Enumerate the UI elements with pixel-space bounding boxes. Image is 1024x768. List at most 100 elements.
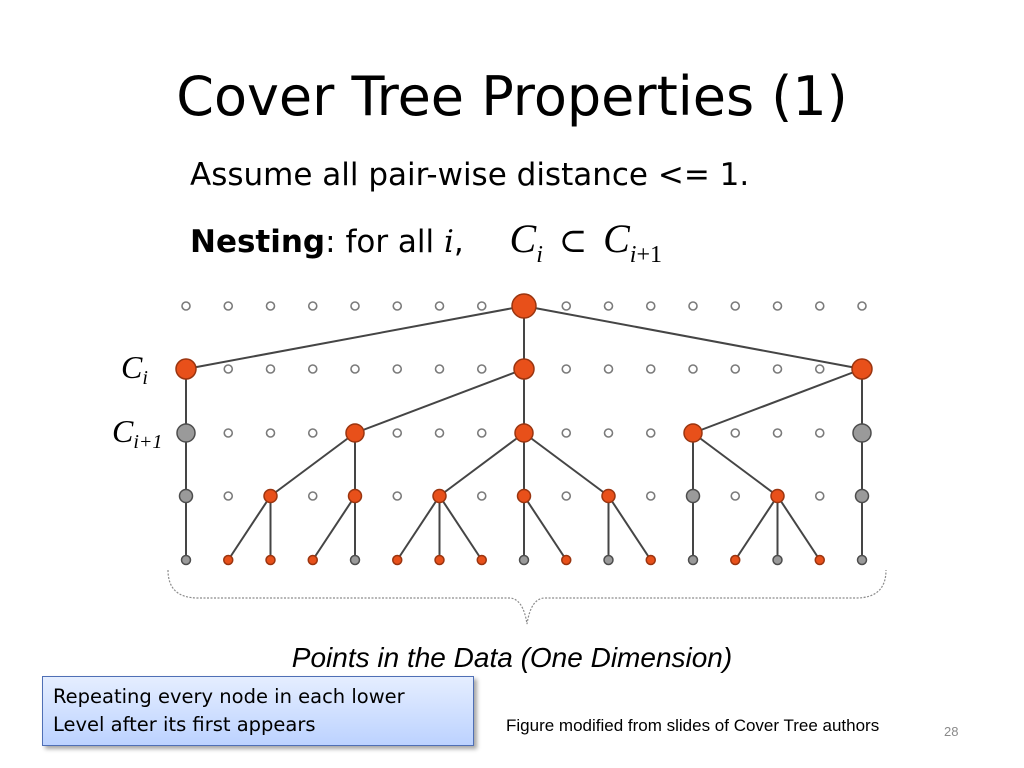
tree-node-active xyxy=(601,488,616,504)
points-caption: Points in the Data (One Dimension) xyxy=(291,642,733,673)
tree-edge xyxy=(523,432,610,497)
tree-node-active xyxy=(513,358,535,380)
tree-node-empty xyxy=(730,364,741,374)
tree-edge xyxy=(523,305,863,370)
tree-node-empty xyxy=(350,301,360,311)
tree-node-empty xyxy=(772,364,783,374)
tree-edge xyxy=(692,432,779,497)
tree-edge xyxy=(607,495,652,561)
tree-edge xyxy=(396,495,441,561)
repeat-note-box: Repeating every node in each lower Level… xyxy=(42,676,474,746)
tree-edge xyxy=(227,495,272,561)
nesting-label: Nesting xyxy=(190,224,326,260)
tree-node-active xyxy=(223,554,234,566)
tree-node-active xyxy=(434,554,445,566)
tree-node-empty xyxy=(392,491,403,501)
tree-node-empty xyxy=(814,364,825,374)
tree-edge xyxy=(734,495,779,561)
tree-node-active xyxy=(347,488,363,504)
tree-node-empty xyxy=(603,301,614,311)
tree-node-empty xyxy=(561,491,572,501)
tree-node-repeated xyxy=(685,488,701,504)
tree-node-empty xyxy=(645,301,656,311)
tree-node-active xyxy=(265,554,276,566)
tree-node-empty xyxy=(730,491,741,501)
tree-node-active xyxy=(683,423,703,443)
tree-node-empty xyxy=(561,301,572,311)
tree-node-empty xyxy=(223,301,234,311)
assumption-text: Assume all pair-wise distance <= 1. xyxy=(190,157,750,193)
tree-node-active xyxy=(263,488,278,504)
tree-node-empty xyxy=(688,301,698,311)
tree-node-empty xyxy=(645,491,656,501)
tree-node-active xyxy=(392,554,403,566)
tree-node-empty xyxy=(392,301,403,311)
tree-node-empty xyxy=(434,364,445,374)
tree-edge xyxy=(269,432,356,497)
figure-credit: Figure modified from slides of Cover Tre… xyxy=(506,716,880,735)
slide-title: Cover Tree Properties (1) xyxy=(176,65,848,128)
tree-node-empty xyxy=(857,301,867,311)
tree-edge xyxy=(354,368,525,434)
tree-node-empty xyxy=(223,364,234,374)
level-label-ci: Ci xyxy=(121,349,148,390)
tree-node-empty xyxy=(223,491,234,501)
tree-node-active xyxy=(814,554,825,566)
tree-node-empty xyxy=(645,364,656,374)
tree-node-empty xyxy=(814,301,825,311)
tree-node-empty xyxy=(350,364,360,374)
tree-node-repeated xyxy=(176,423,196,443)
tree-node-empty xyxy=(814,428,825,438)
tree-node-empty xyxy=(603,364,614,374)
tree-node-repeated xyxy=(178,488,194,504)
tree-node-active xyxy=(770,488,785,504)
tree-node-repeated xyxy=(856,554,868,566)
tree-node-empty xyxy=(307,364,318,374)
nesting-comma: , xyxy=(453,224,464,260)
tree-node-empty xyxy=(307,491,318,501)
tree-edge xyxy=(776,495,821,561)
tree-node-repeated xyxy=(603,554,614,566)
tree-node-empty xyxy=(772,301,783,311)
tree-node-empty xyxy=(181,301,191,311)
formula-right-base: C xyxy=(603,216,630,261)
tree-node-empty xyxy=(561,428,572,438)
tree-node-repeated xyxy=(180,554,192,566)
formula-right-sub-rest: +1 xyxy=(636,242,662,268)
tree-node-empty xyxy=(265,364,276,374)
tree-node-repeated xyxy=(349,554,361,566)
level-label-ci1: Ci+1 xyxy=(112,413,162,454)
tree-node-empty xyxy=(392,428,403,438)
tree-node-active xyxy=(511,293,537,319)
tree-node-empty xyxy=(645,428,656,438)
tree-node-active xyxy=(476,554,487,566)
tree-node-empty xyxy=(476,428,487,438)
tree-node-repeated xyxy=(518,554,530,566)
tree-node-active xyxy=(514,423,534,443)
subset-symbol: ⊂ xyxy=(558,221,588,261)
tree-node-active xyxy=(307,554,318,566)
tree-node-empty xyxy=(392,364,403,374)
tree-node-active xyxy=(175,358,197,380)
page-number: 28 xyxy=(944,724,959,739)
level-label-ci1-base: C xyxy=(112,413,134,449)
level-label-ci1-sub: i+1 xyxy=(133,431,163,453)
nesting-variable: i xyxy=(444,224,454,260)
tree-edge xyxy=(523,495,568,561)
tree-node-empty xyxy=(476,301,487,311)
tree-edge xyxy=(438,432,525,497)
tree-edge xyxy=(311,495,356,561)
tree-node-active xyxy=(345,423,365,443)
tree-node-active xyxy=(516,488,532,504)
tree-node-active xyxy=(730,554,741,566)
nesting-text: : for all xyxy=(325,224,444,260)
tree-node-empty xyxy=(434,301,445,311)
tree-node-empty xyxy=(307,428,318,438)
note-line-1: Repeating every node in each lower xyxy=(53,685,405,708)
tree-node-active xyxy=(561,554,572,566)
tree-node-empty xyxy=(223,428,234,438)
tree-node-empty xyxy=(476,491,487,501)
note-line-2: Level after its first appears xyxy=(53,713,316,736)
tree-node-empty xyxy=(307,301,318,311)
tree-node-repeated xyxy=(772,554,783,566)
